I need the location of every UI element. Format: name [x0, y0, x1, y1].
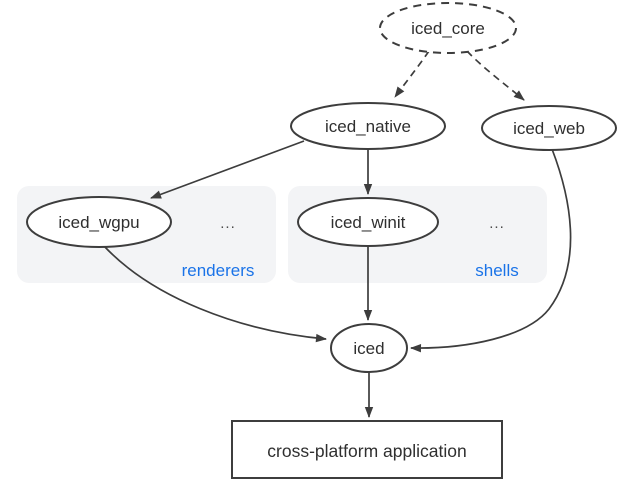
node-label-iced-web: iced_web: [513, 119, 585, 138]
shells-ellipsis: ...: [489, 215, 505, 232]
node-iced-wgpu: [26, 196, 172, 248]
node-label-iced-winit: iced_winit: [331, 213, 406, 232]
node-iced: [330, 323, 408, 373]
edge-iced_wgpu-iced: [103, 245, 327, 343]
edge-iced_web-iced: [410, 148, 572, 353]
edge-iced_core-iced_web: [466, 50, 525, 101]
edge-iced_native-iced_wgpu: [150, 140, 305, 199]
renderers-group-label: renderers: [182, 261, 255, 280]
renderers-ellipsis: ...: [220, 215, 236, 232]
node-iced-core: [379, 2, 517, 54]
shells-group-label: shells: [475, 261, 518, 280]
node-cross-platform-application: [231, 420, 503, 479]
node-label-iced-wgpu: iced_wgpu: [58, 213, 139, 232]
edge-iced_core-iced_native: [394, 50, 430, 98]
node-iced-winit: [297, 197, 439, 247]
node-label-iced-core: iced_core: [411, 19, 485, 38]
node-iced-native: [290, 102, 446, 150]
node-label-iced-native: iced_native: [325, 117, 411, 136]
node-label-cross-platform-application: cross-platform application: [267, 441, 466, 461]
node-label-iced: iced: [353, 339, 384, 358]
node-iced-web: [481, 105, 617, 151]
